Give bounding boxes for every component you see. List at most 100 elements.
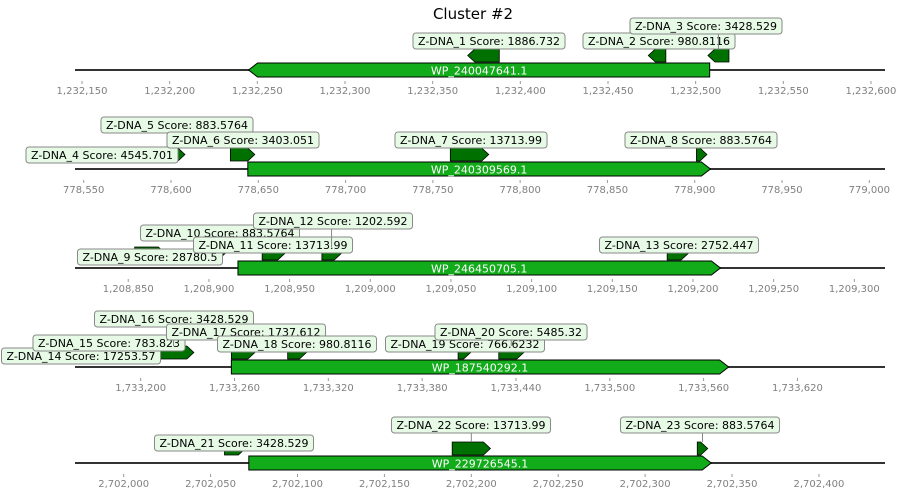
gene-arrow[interactable] xyxy=(247,62,711,78)
tick-label: 1,733,440 xyxy=(491,383,542,394)
label-box xyxy=(216,335,378,353)
zdna-label: Z-DNA_11 Score: 13713.99 xyxy=(192,236,354,254)
zdna-feature[interactable] xyxy=(229,147,256,162)
label-box xyxy=(252,212,414,230)
tick-label: 778,700 xyxy=(325,185,366,196)
label-box xyxy=(32,334,186,352)
tick-label: 1,733,620 xyxy=(772,383,823,394)
tick-label: 778,950 xyxy=(761,185,802,196)
tick-label: 2,702,350 xyxy=(707,479,758,490)
zdna-label-text: Z-DNA_2 Score: 980.8116 xyxy=(588,35,730,48)
zdna-label: Z-DNA_21 Score: 3428.529 xyxy=(153,434,315,452)
tick-label: 778,800 xyxy=(499,185,540,196)
gene-arrow[interactable] xyxy=(247,161,712,177)
gene-arrow[interactable] xyxy=(237,260,722,276)
zdna-label: Z-DNA_23 Score: 883.5764 xyxy=(619,416,781,442)
tick-label: 1,209,300 xyxy=(829,284,880,295)
zdna-label-text: Z-DNA_5 Score: 883.5764 xyxy=(106,119,248,132)
zdna-label-text: Z-DNA_9 Score: 28780.5 xyxy=(82,251,217,264)
zdna-label: Z-DNA_2 Score: 980.8116 xyxy=(582,32,736,50)
gene-label: WP_246450705.1 xyxy=(431,263,528,276)
tick-label: 1,232,250 xyxy=(232,86,283,97)
label-box xyxy=(629,17,783,35)
label-box xyxy=(624,131,778,149)
tick-label: 778,850 xyxy=(587,185,628,196)
tick-label: 1,232,350 xyxy=(407,86,458,97)
zdna-label-text: Z-DNA_6 Score: 3403.051 xyxy=(172,134,314,147)
tick-label: 1,733,500 xyxy=(584,383,635,394)
label-box xyxy=(619,416,781,434)
gene-label: WP_240309569.1 xyxy=(431,164,528,177)
tick-label: 2,702,000 xyxy=(98,479,149,490)
tick-label: 1,232,550 xyxy=(758,86,809,97)
tick-label: 1,209,150 xyxy=(587,284,638,295)
zdna-feature[interactable] xyxy=(647,48,667,63)
zdna-feature[interactable] xyxy=(707,48,730,63)
zdna-label-text: Z-DNA_18 Score: 980.8116 xyxy=(222,338,371,351)
figure-title: Cluster #2 xyxy=(433,5,513,23)
gene-label: WP_229726545.1 xyxy=(432,458,529,471)
tick-label: 1,232,600 xyxy=(846,86,897,97)
tick-label: 2,702,250 xyxy=(533,479,584,490)
zdna-label: Z-DNA_6 Score: 3403.051 xyxy=(166,131,320,149)
zdna-label: Z-DNA_4 Score: 4545.701 xyxy=(25,146,179,164)
zdna-label: Z-DNA_22 Score: 13713.99 xyxy=(390,416,552,442)
zdna-feature[interactable] xyxy=(449,147,490,162)
zdna-label: Z-DNA_12 Score: 1202.592 xyxy=(252,212,414,247)
tick-label: 1,232,450 xyxy=(583,86,634,97)
tick-label: 2,702,050 xyxy=(185,479,236,490)
tick-label: 1,208,950 xyxy=(264,284,315,295)
zdna-label: Z-DNA_13 Score: 2752.447 xyxy=(598,236,760,254)
tick-label: 2,702,100 xyxy=(272,479,323,490)
zdna-label: Z-DNA_15 Score: 783.823 xyxy=(32,334,186,352)
tick-label: 1,209,200 xyxy=(668,284,719,295)
zdna-label-text: Z-DNA_20 Score: 5485.32 xyxy=(440,326,582,339)
gene-arrow[interactable] xyxy=(230,359,730,375)
zdna-label-text: Z-DNA_12 Score: 1202.592 xyxy=(258,215,407,228)
track-5: 2,702,000 2,702,050 2,702,100 2,702,150 2,70… xyxy=(75,416,885,490)
label-box xyxy=(153,434,315,452)
zdna-label: Z-DNA_14 Score: 17253.57 xyxy=(0,347,162,365)
zdna-label-text: Z-DNA_23 Score: 883.5764 xyxy=(625,419,774,432)
zdna-label: Z-DNA_3 Score: 3428.529 xyxy=(629,17,783,49)
zdna-feature[interactable] xyxy=(696,441,709,456)
zdna-feature[interactable] xyxy=(467,48,500,63)
label-box xyxy=(598,236,760,254)
tick-label: 1,232,300 xyxy=(320,86,371,97)
tick-label: 1,733,380 xyxy=(397,383,448,394)
zdna-label-text: Z-DNA_11 Score: 13713.99 xyxy=(198,239,347,252)
tick-label: 778,750 xyxy=(412,185,453,196)
tick-label: 1,209,100 xyxy=(506,284,557,295)
gene-arrow[interactable] xyxy=(248,455,712,471)
tick-label: 1,209,000 xyxy=(345,284,396,295)
zdna-label-text: Z-DNA_16 Score: 3428.529 xyxy=(99,313,248,326)
tick-label: 1,232,200 xyxy=(144,86,195,97)
zdna-label: Z-DNA_20 Score: 5485.32 xyxy=(434,323,588,346)
tick-label: 1,209,250 xyxy=(748,284,799,295)
zdna-label-text: Z-DNA_1 Score: 1886.732 xyxy=(418,35,560,48)
zdna-feature[interactable] xyxy=(451,441,492,456)
tick-label: 1,208,900 xyxy=(183,284,234,295)
label-box xyxy=(25,146,179,164)
label-box xyxy=(76,248,224,266)
label-box xyxy=(394,131,548,149)
tick-label: 2,702,150 xyxy=(359,479,410,490)
zdna-label-text: Z-DNA_13 Score: 2752.447 xyxy=(604,239,753,252)
zdna-label: Z-DNA_16 Score: 3428.529 xyxy=(93,310,255,346)
zdna-label-text: Z-DNA_3 Score: 3428.529 xyxy=(635,20,777,33)
zdna-label-text: Z-DNA_14 Score: 17253.57 xyxy=(6,350,155,363)
tick-label: 1,232,500 xyxy=(670,86,721,97)
tick-label: 1,733,320 xyxy=(303,383,354,394)
zdna-label-text: Z-DNA_19 Score: 766.6232 xyxy=(390,338,539,351)
tick-label: 1,733,560 xyxy=(678,383,729,394)
zdna-label: Z-DNA_7 Score: 13713.99 xyxy=(394,131,548,149)
tick-label: 779,000 xyxy=(849,185,890,196)
zdna-label-text: Z-DNA_4 Score: 4545.701 xyxy=(31,149,173,162)
tick-label: 1,209,050 xyxy=(426,284,477,295)
zdna-feature[interactable] xyxy=(696,147,708,162)
label-box xyxy=(390,416,552,434)
